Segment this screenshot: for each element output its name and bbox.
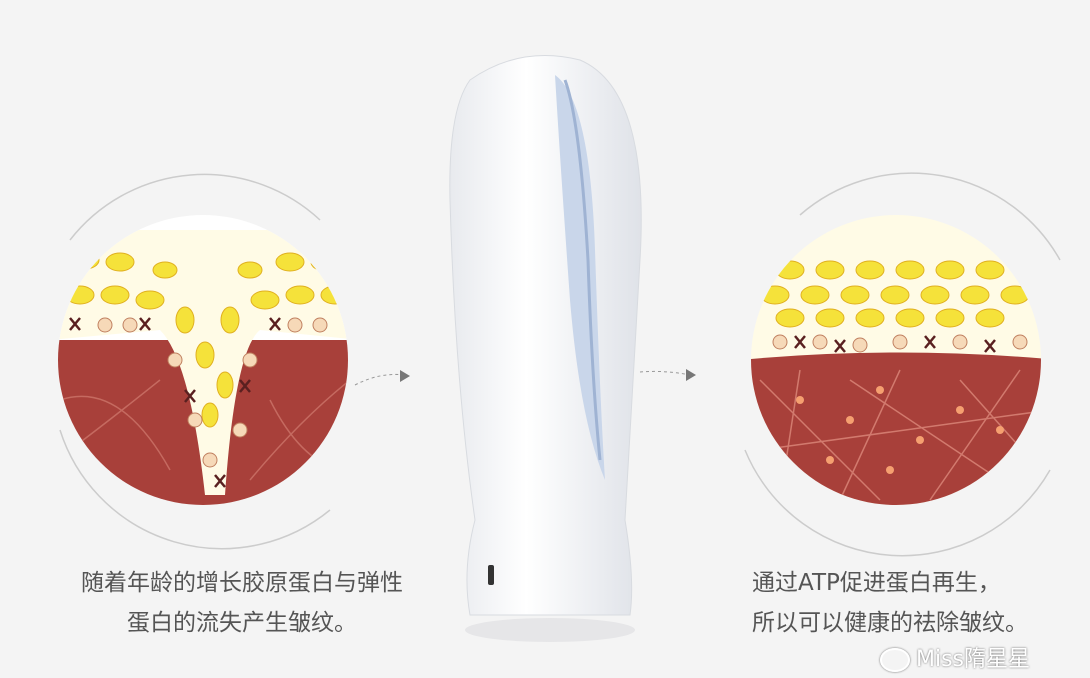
arrow-head-icon (686, 369, 696, 381)
decorative-arc (799, 172, 1061, 261)
right-caption-line2: 所以可以健康的祛除皱纹。 (752, 610, 1028, 636)
right-caption-line1: 通过ATP促进蛋白再生， (752, 570, 1001, 596)
arrow-head-icon (400, 370, 410, 382)
left-caption-line2: 蛋白的流失产生皱纹。 (127, 610, 357, 636)
left-caption: 随着年龄的增长胶原蛋白与弹性 蛋白的流失产生皱纹。 (72, 563, 412, 643)
watermark-text: Miss隋星星 (916, 647, 1031, 672)
arrow-right (639, 370, 691, 376)
wrinkled-skin-diagram (58, 215, 348, 505)
decorative-arc (744, 449, 1051, 557)
watermark: Miss隋星星 (880, 646, 1030, 674)
decorative-arc (59, 429, 331, 550)
left-caption-line1: 随着年龄的增长胶原蛋白与弹性 (81, 570, 403, 596)
arrow-left (354, 374, 406, 386)
wechat-icon (880, 648, 910, 672)
beauty-device (449, 55, 642, 642)
decorative-arc (69, 173, 321, 241)
right-caption: 通过ATP促进蛋白再生， 所以可以健康的祛除皱纹。 (752, 563, 1090, 643)
restored-skin-diagram (751, 215, 1041, 505)
